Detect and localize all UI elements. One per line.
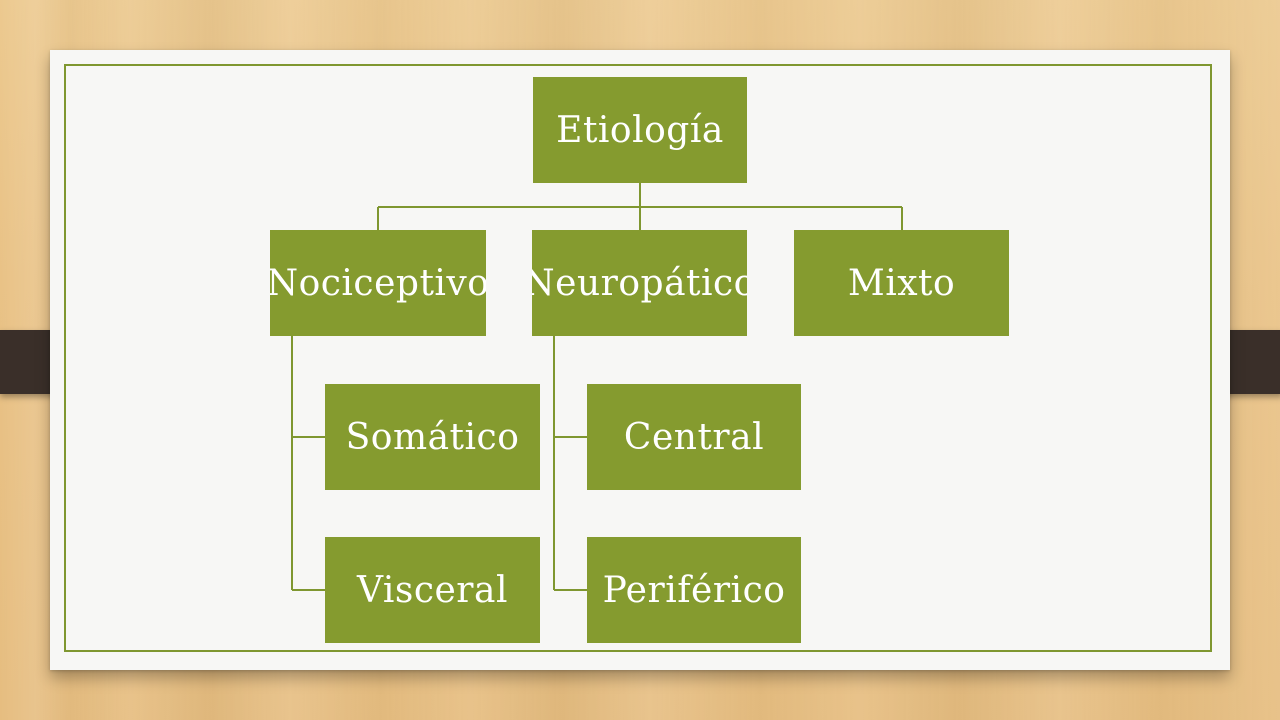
node-central: Central <box>587 384 801 490</box>
node-somatico: Somático <box>325 384 540 490</box>
node-neuropatico: Neuropático <box>532 230 747 336</box>
node-nociceptivo: Nociceptivo <box>270 230 486 336</box>
node-root-etiologia: Etiología <box>533 77 747 183</box>
node-periferico: Periférico <box>587 537 801 643</box>
node-mixto: Mixto <box>794 230 1009 336</box>
node-visceral: Visceral <box>325 537 540 643</box>
slide-frame <box>64 64 1212 652</box>
